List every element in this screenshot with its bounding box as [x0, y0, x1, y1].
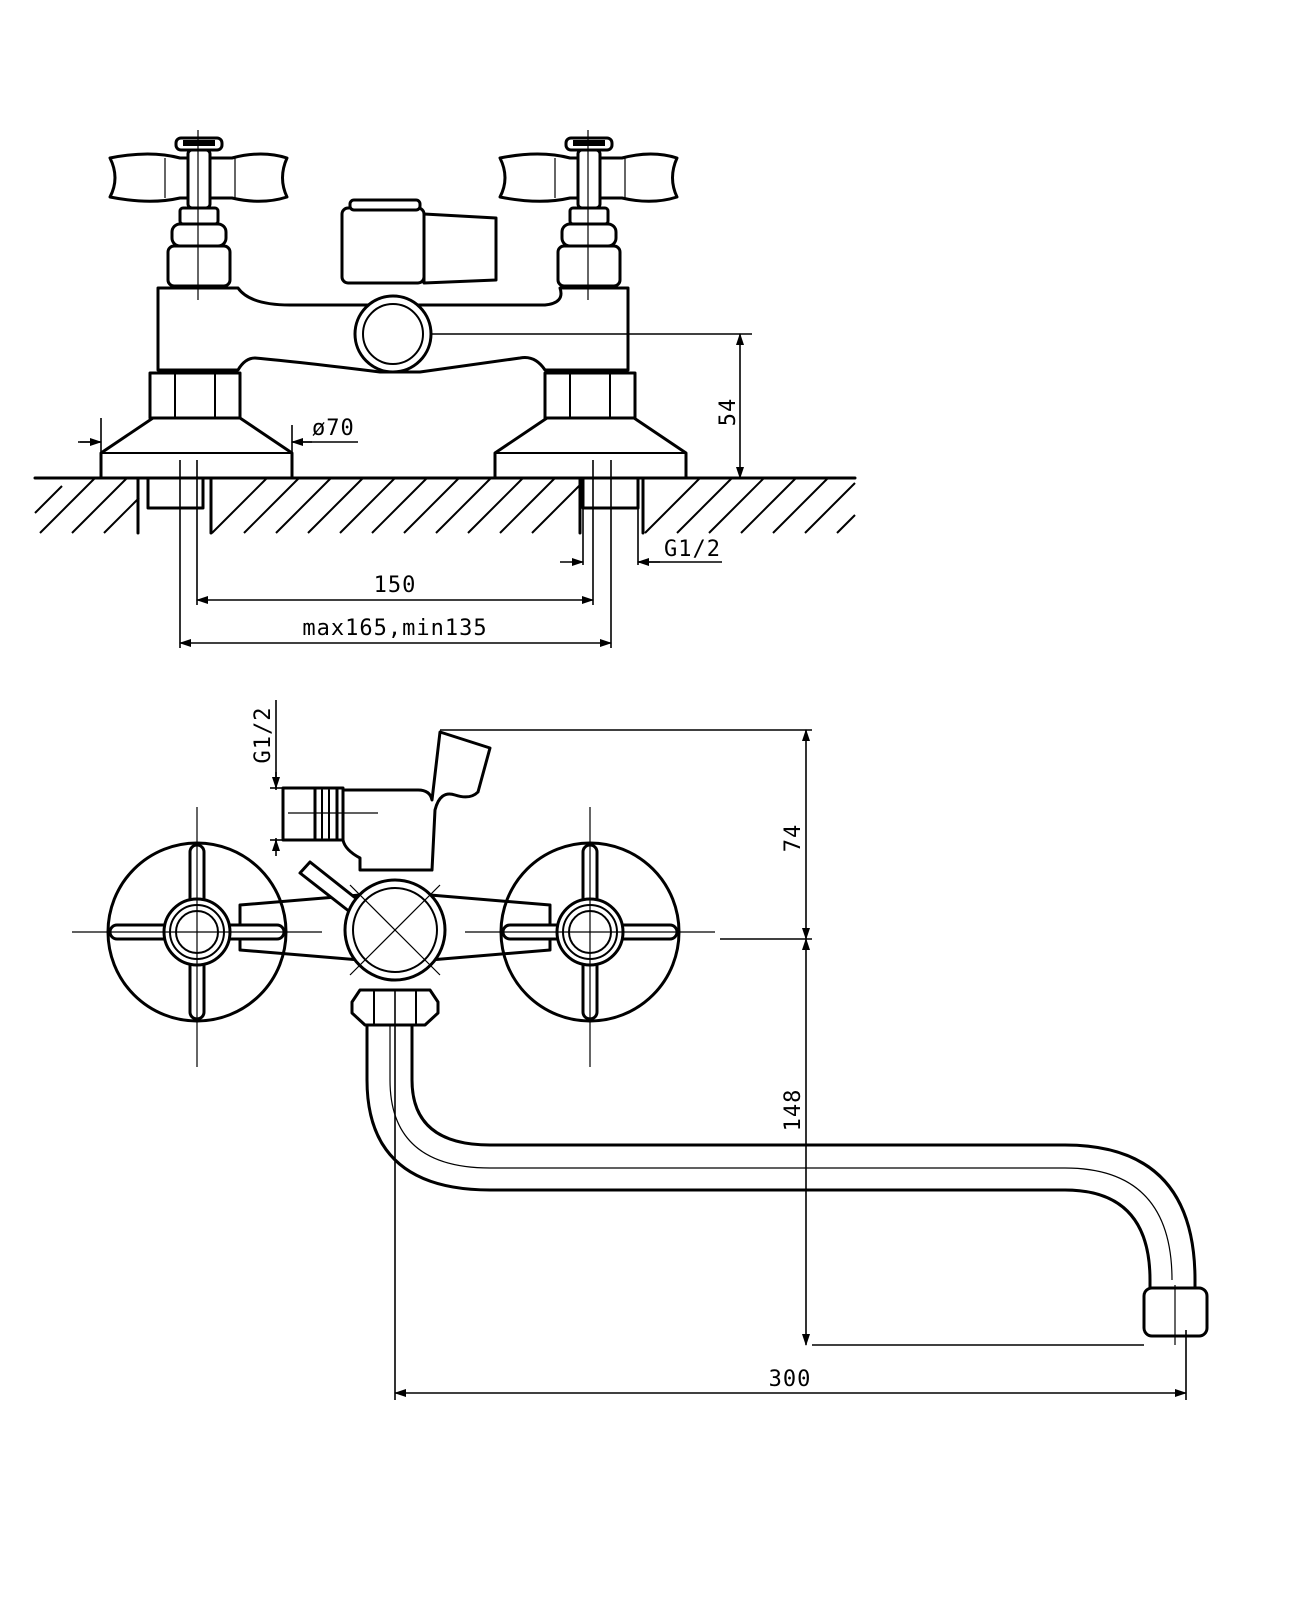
front-elevation-view: ø70 54 G1/2 150 max165,min135 [33, 130, 857, 648]
outlet-port [353, 294, 433, 374]
right-flange [493, 416, 688, 480]
right-cross-handle [463, 805, 717, 1069]
dim-thread-side: G1/2 [251, 707, 276, 764]
dim-height-lower: 148 [781, 1089, 806, 1132]
dim-thread-bottom: G1/2 [664, 537, 721, 562]
dim-height-upper: 74 [781, 824, 806, 853]
diverter-housing [341, 730, 492, 872]
left-cross-handle [70, 805, 324, 1069]
plan-view: G1/2 74 148 300 [70, 700, 1209, 1400]
left-hex-nut [148, 371, 242, 420]
dim-adjust-range: max165,min135 [302, 616, 487, 641]
spout-outer [365, 1023, 1152, 1292]
diverter-knob [340, 206, 426, 285]
dim-spout-reach: 300 [769, 1367, 812, 1392]
floor-hatching [34, 477, 856, 534]
dim-flange-diameter: ø70 [312, 416, 355, 441]
left-inlet-tail [146, 476, 205, 510]
right-hex-nut [543, 371, 637, 420]
dim-outlet-height: 54 [716, 398, 741, 427]
dim-center-distance: 150 [374, 573, 417, 598]
